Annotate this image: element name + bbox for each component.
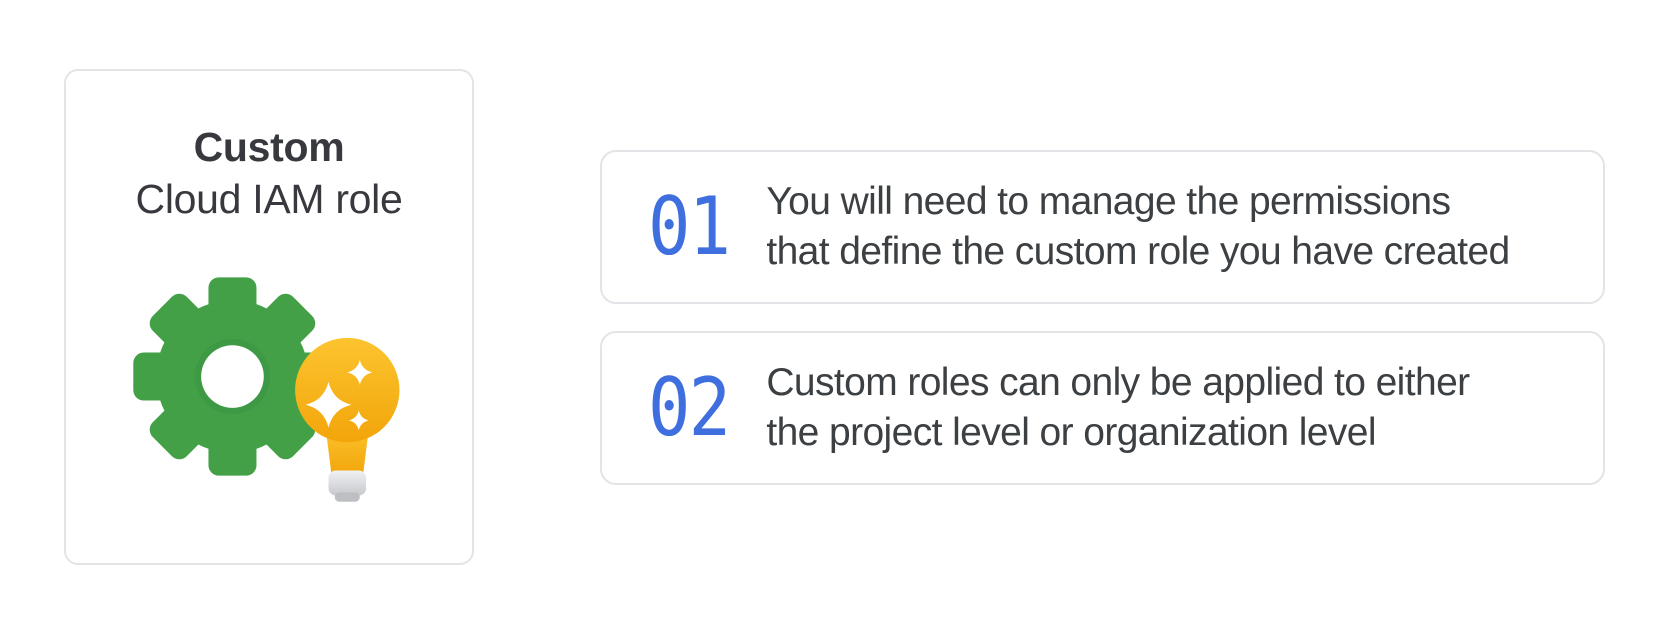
note-number-1: 01 — [648, 180, 731, 273]
gear-lightbulb-icon — [133, 269, 405, 507]
note-2-line1: Custom roles can only be applied to eith… — [766, 361, 1470, 404]
card-title: Custom Cloud IAM role — [66, 121, 472, 225]
note-card-1: 01 You will need to manage the permissio… — [600, 150, 1605, 304]
lightbulb-icon — [295, 337, 400, 502]
note-1-line2: that define the custom role you have cre… — [766, 230, 1510, 273]
note-text-1: You will need to manage the permissions … — [766, 177, 1510, 277]
note-2-line2: the project level or organization level — [766, 411, 1376, 454]
card-title-line2: Cloud IAM role — [135, 176, 403, 222]
note-number-2: 02 — [648, 361, 731, 454]
note-card-2: 02 Custom roles can only be applied to e… — [600, 331, 1605, 485]
custom-role-card: Custom Cloud IAM role — [64, 69, 474, 565]
note-1-line1: You will need to manage the permissions — [766, 180, 1451, 223]
note-text-2: Custom roles can only be applied to eith… — [766, 358, 1470, 458]
card-title-line1: Custom — [193, 124, 345, 170]
